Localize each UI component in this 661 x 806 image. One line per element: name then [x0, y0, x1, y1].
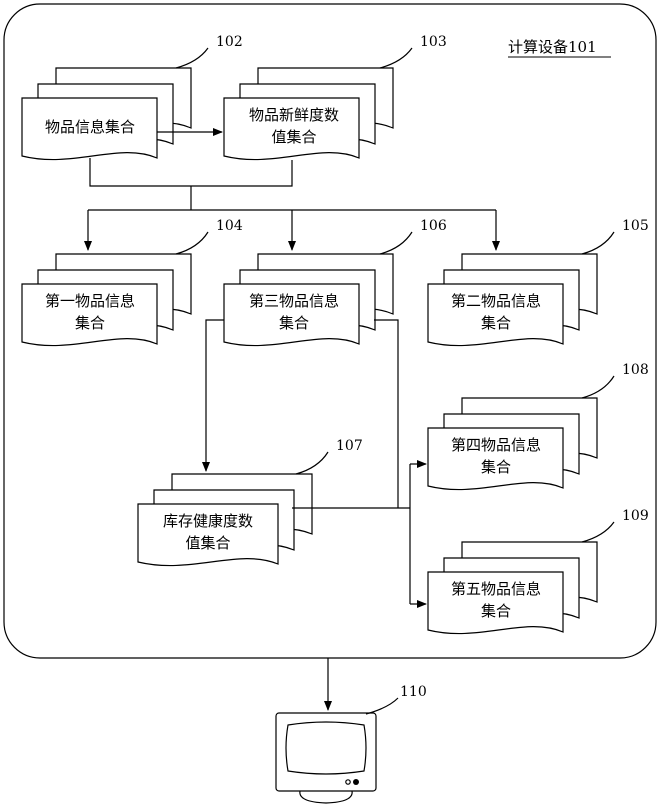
ref-106: 106	[420, 218, 447, 234]
merge-line	[90, 158, 292, 186]
document-label-line: 集合	[481, 458, 511, 476]
doc-stack-108: 第四物品信息集合	[428, 398, 597, 490]
ref-105: 105	[622, 218, 649, 234]
monitor-power-ring	[346, 780, 350, 784]
document-label-line: 第五物品信息	[451, 580, 541, 598]
monitor-screen	[286, 722, 366, 774]
monitor-stand	[300, 791, 352, 803]
document-label-line: 物品信息集合	[45, 118, 135, 136]
ref-102: 102	[216, 34, 243, 50]
document-label-line: 第二物品信息	[451, 292, 541, 310]
document-label-line: 第一物品信息	[45, 292, 135, 310]
ref-108: 108	[622, 362, 649, 378]
document-label-line: 第三物品信息	[249, 292, 339, 310]
ref-107: 107	[336, 438, 363, 454]
doc-stack-109: 第五物品信息集合	[428, 542, 597, 634]
ref-104: 104	[216, 218, 243, 234]
doc-stack-106: 第三物品信息集合	[224, 254, 393, 346]
document-label-line: 集合	[279, 314, 309, 332]
document-label-line: 值集合	[185, 534, 230, 552]
doc-stack-105: 第二物品信息集合	[428, 254, 597, 346]
document-label-line: 集合	[481, 602, 511, 620]
ref-109: 109	[622, 508, 649, 524]
document-label-line: 集合	[75, 314, 105, 332]
doc-stack-104: 第一物品信息集合	[22, 254, 191, 346]
monitor-icon	[276, 713, 376, 803]
line-106-right	[374, 320, 398, 508]
doc-stack-103: 物品新鲜度数值集合	[224, 68, 393, 160]
ref-103: 103	[420, 34, 447, 50]
document-label-line: 值集合	[271, 128, 316, 146]
document-label-line: 第四物品信息	[451, 436, 541, 454]
doc-stack-107: 库存健康度数值集合	[138, 474, 312, 566]
monitor-power-dot	[353, 779, 359, 785]
arrow-106-to-107	[206, 320, 224, 471]
computing-device-label: 计算设备101	[508, 38, 597, 56]
document-label-line: 集合	[481, 314, 511, 332]
document-label-line: 库存健康度数	[163, 512, 253, 530]
doc-stack-102: 物品信息集合	[22, 68, 191, 160]
ref-110: 110	[400, 684, 427, 700]
document-label-line: 物品新鲜度数	[249, 106, 339, 124]
